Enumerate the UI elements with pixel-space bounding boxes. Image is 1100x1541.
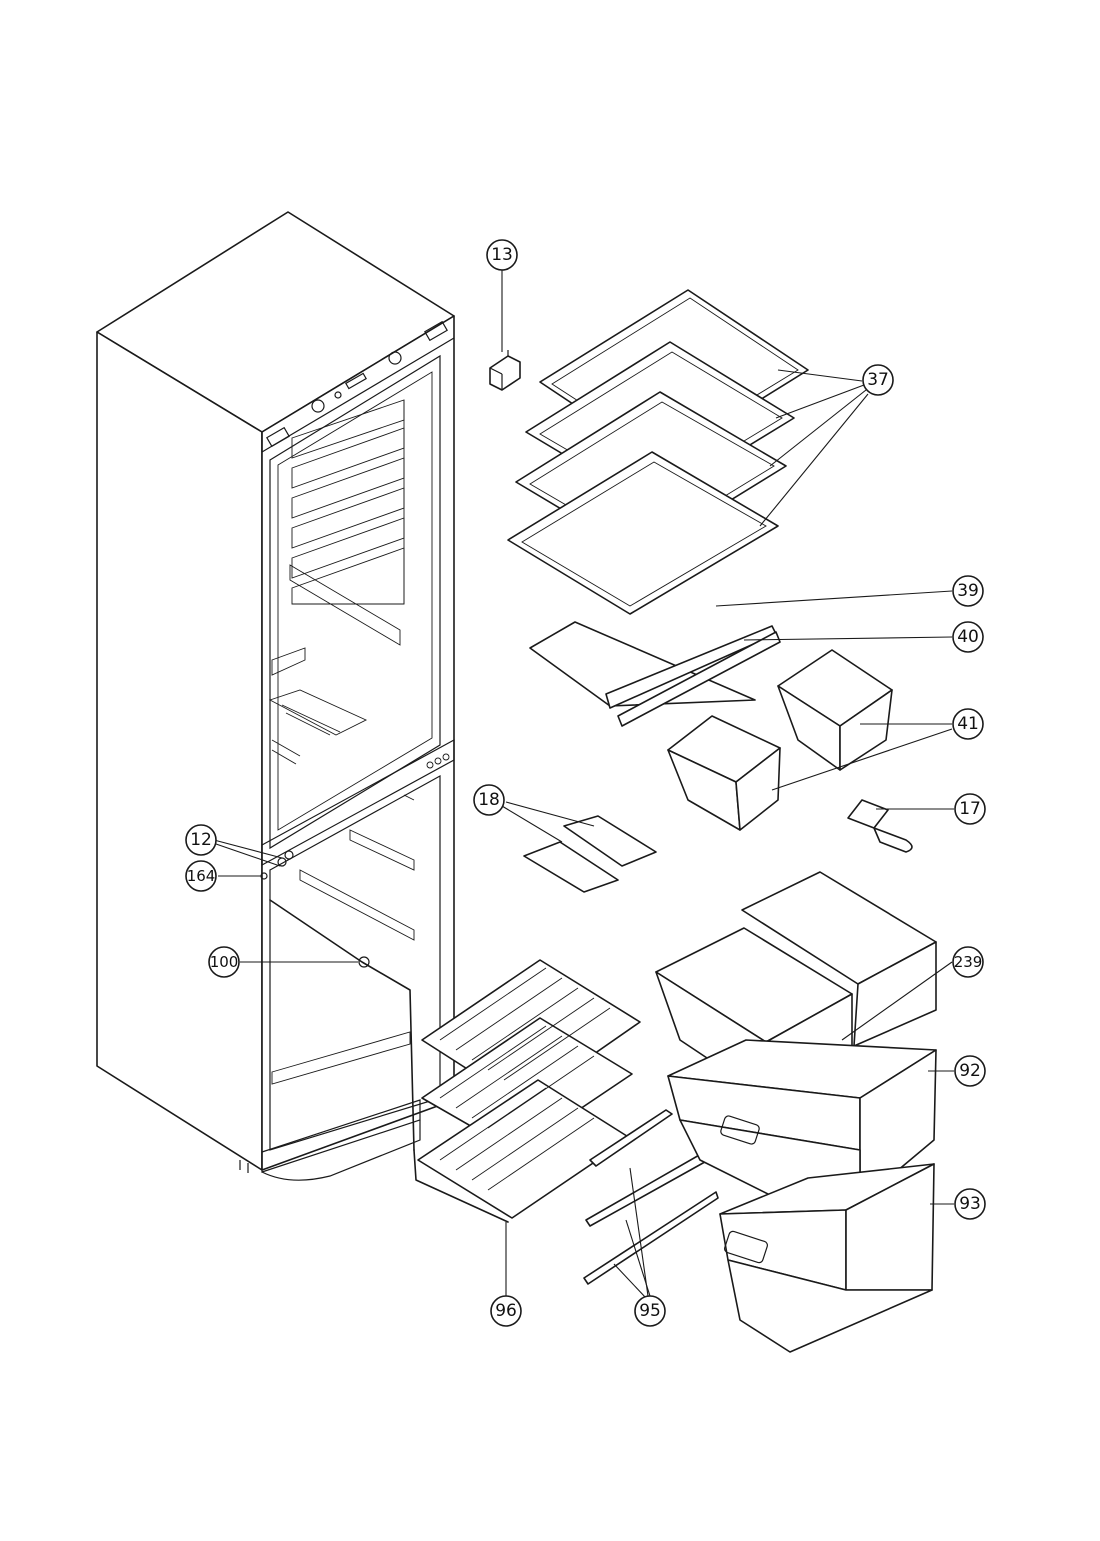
svg-text:12: 12 [190, 830, 212, 850]
door-bins-41 [667, 649, 893, 831]
freezer-drawers [291, 399, 405, 605]
evaporator-96 [413, 959, 641, 1223]
callout-95: 95 [634, 1295, 666, 1327]
callout-96: 96 [490, 1295, 522, 1327]
svg-text:164: 164 [187, 867, 216, 885]
callout-239: 239 [952, 946, 984, 978]
callout-17: 17 [954, 793, 986, 825]
svg-text:100: 100 [210, 953, 239, 971]
svg-text:92: 92 [959, 1061, 981, 1081]
svg-text:39: 39 [957, 581, 979, 601]
part-18-ice-trays [523, 815, 657, 893]
callout-40: 40 [952, 621, 984, 653]
callout-13: 13 [486, 239, 518, 271]
svg-text:41: 41 [957, 714, 979, 734]
svg-text:40: 40 [957, 627, 979, 647]
callout-164: 164 [185, 860, 217, 892]
cabinet [96, 211, 455, 1181]
callout-18: 18 [473, 784, 505, 816]
rails-95 [583, 1109, 719, 1285]
callout-92: 92 [954, 1055, 986, 1087]
glass-shelves [507, 289, 809, 615]
callout-37: 37 [862, 364, 894, 396]
svg-text:95: 95 [639, 1301, 661, 1321]
svg-text:17: 17 [959, 799, 981, 819]
svg-text:93: 93 [959, 1194, 981, 1214]
part-39-40-cover [529, 621, 781, 727]
callout-100: 100 [208, 946, 240, 978]
leader-lines [213, 270, 954, 1299]
callout-39: 39 [952, 575, 984, 607]
callout-93: 93 [954, 1188, 986, 1220]
svg-text:96: 96 [495, 1301, 517, 1321]
svg-text:18: 18 [478, 790, 500, 810]
drawer-93 [719, 1163, 935, 1353]
svg-text:13: 13 [491, 245, 513, 265]
callout-41: 41 [952, 708, 984, 740]
callout-12: 12 [185, 824, 217, 856]
svg-text:37: 37 [867, 370, 889, 390]
part-17-scraper [847, 799, 913, 853]
part-13-switch [489, 350, 521, 391]
svg-text:239: 239 [954, 953, 983, 971]
